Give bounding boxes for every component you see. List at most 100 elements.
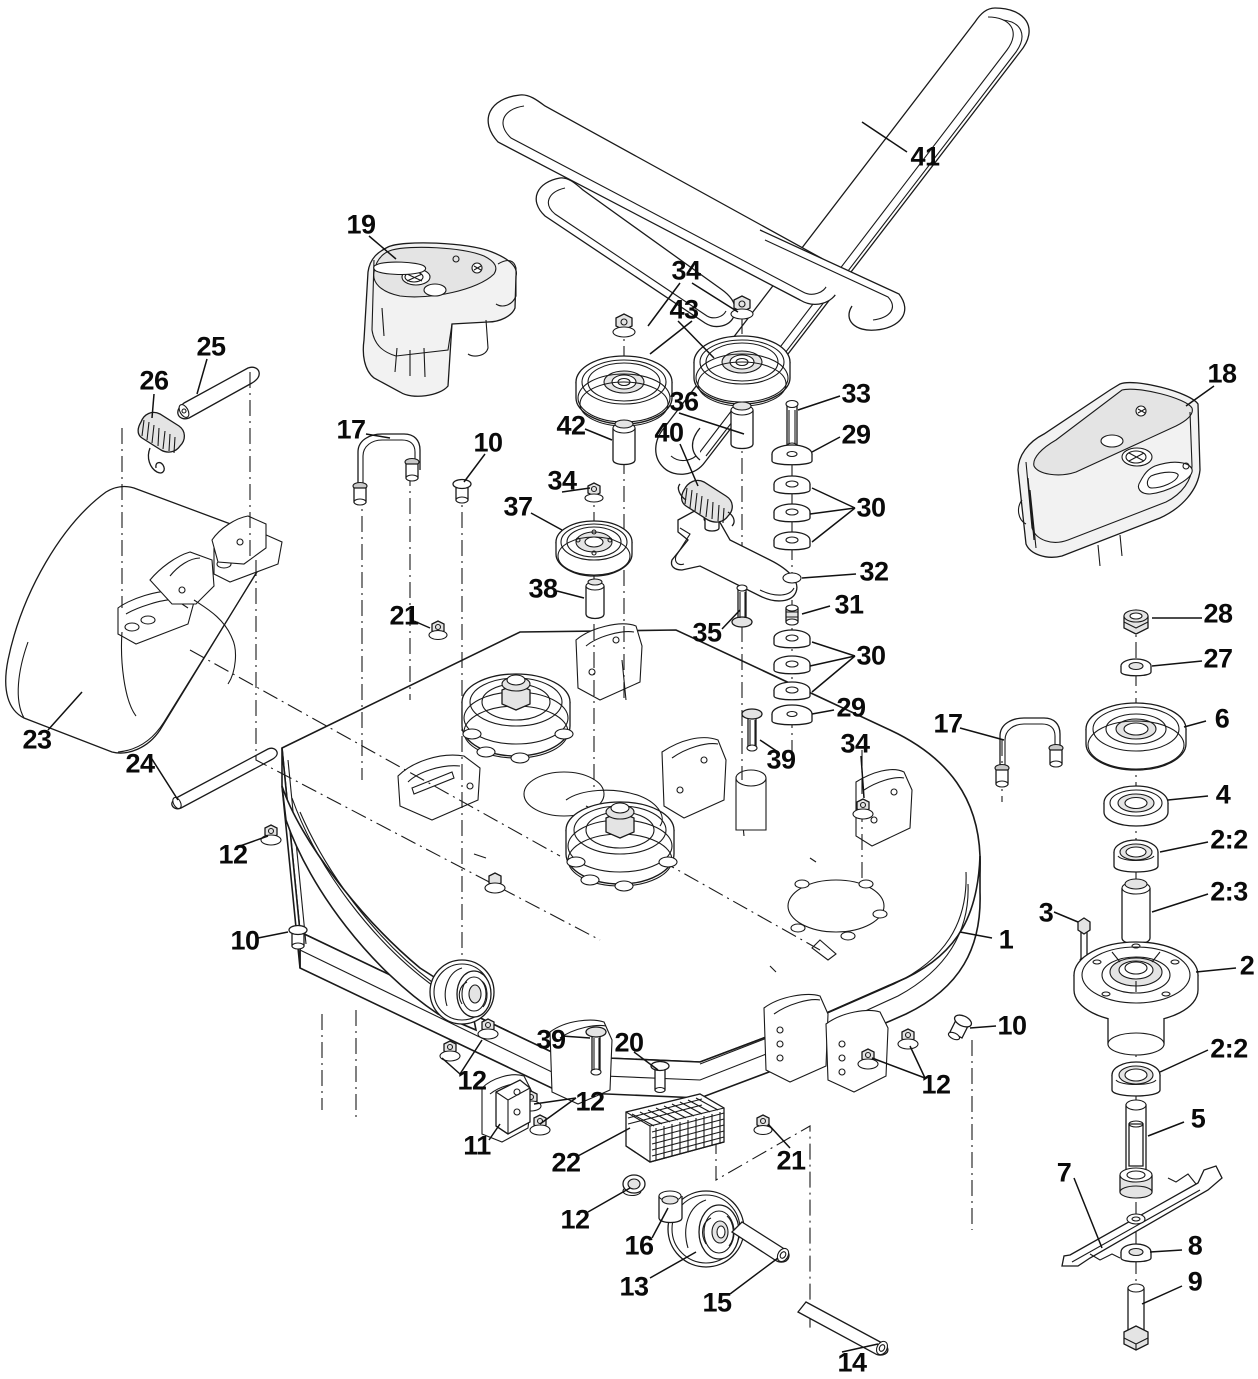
callout-spacer[interactable]: 36: [669, 386, 699, 417]
part-bushing: [785, 604, 799, 626]
callout-blade-bolt[interactable]: 9: [1187, 1266, 1203, 1297]
callout-flat-washer[interactable]: 29: [841, 419, 871, 450]
part-left-belt-cover: [362, 242, 518, 397]
callout-right-belt-cover[interactable]: 18: [1207, 358, 1237, 389]
washer-stack-upper: [771, 444, 813, 551]
part-deflector-spring: [137, 411, 186, 474]
part-spindle-flat-washer: [1120, 658, 1152, 677]
part-clevis-pin-right: [947, 1014, 973, 1041]
part-caster-spacer: [658, 1190, 683, 1224]
callout-flange-nut[interactable]: 34: [547, 465, 577, 496]
callout-flat-idler-pulley[interactable]: 43: [669, 294, 699, 325]
callout-blade-washer[interactable]: 8: [1187, 1230, 1203, 1261]
part-deflector-rod: [177, 366, 260, 420]
callout-flange-nut[interactable]: 12: [921, 1069, 951, 1100]
callout-lock-nut[interactable]: 28: [1203, 598, 1233, 629]
callout-grease-fitting[interactable]: 3: [1038, 897, 1054, 928]
callout-flange-nut[interactable]: 34: [840, 728, 870, 759]
callout-deflector-spring[interactable]: 26: [139, 365, 169, 396]
part-grate-screen: [625, 1093, 725, 1163]
part-spindle-housing: [1073, 941, 1199, 1056]
callout-caster-pin[interactable]: 14: [837, 1347, 867, 1378]
lock-nut: [428, 620, 448, 641]
callout-cutting-blade[interactable]: 7: [1056, 1157, 1072, 1188]
callout-deck-shell[interactable]: 1: [998, 924, 1014, 955]
callout-u-bolt[interactable]: 17: [336, 414, 366, 445]
flange-nut: [260, 824, 282, 846]
callout-clevis-pin[interactable]: 10: [230, 925, 260, 956]
callout-flange-nut[interactable]: 12: [218, 839, 248, 870]
callout-flange-nut[interactable]: 12: [560, 1204, 590, 1235]
callout-drive-belt[interactable]: 41: [910, 141, 940, 172]
callout-spindle-housing[interactable]: 2: [1239, 950, 1255, 981]
part-bearing-spacer: [1121, 878, 1151, 945]
part-u-bolt-left: [352, 433, 421, 506]
callout-flange-nut[interactable]: 12: [457, 1065, 487, 1096]
callout-lock-nut[interactable]: 21: [389, 600, 419, 631]
callout-bearing[interactable]: 2:2: [1210, 824, 1248, 855]
callout-clevis-pin[interactable]: 10: [997, 1010, 1027, 1041]
callout-lock-nut[interactable]: 21: [776, 1145, 806, 1176]
callout-caster-axle[interactable]: 15: [702, 1287, 732, 1318]
callout-shoulder-bolt[interactable]: 33: [841, 378, 871, 409]
callout-bearing-spacer[interactable]: 2:3: [1210, 876, 1248, 907]
part-deflector-pin: [171, 747, 278, 810]
callout-bearing[interactable]: 2:2: [1210, 1033, 1248, 1064]
deck-caster-assembly: [429, 959, 495, 1025]
callout-deflector-pin[interactable]: 24: [125, 748, 155, 779]
leader-lines: [47, 121, 1237, 1353]
callout-bolt[interactable]: 39: [536, 1024, 566, 1055]
callout-u-bolt[interactable]: 17: [933, 708, 963, 739]
part-blade-washer: [1120, 1243, 1152, 1263]
callout-spindle-pulley[interactable]: 6: [1214, 703, 1230, 734]
callout-carriage-bolt[interactable]: 35: [692, 617, 722, 648]
part-idler-pulley: [555, 482, 633, 620]
callout-grate-screen[interactable]: 22: [551, 1147, 581, 1178]
flange-nut: [439, 1040, 461, 1062]
part-spindle-lock-nut: [1123, 609, 1149, 635]
callout-caster-wheel[interactable]: 13: [619, 1271, 649, 1302]
part-shoulder-bolt: [785, 399, 799, 450]
part-caster-pin: [797, 1301, 889, 1356]
callout-clevis-pin[interactable]: 10: [473, 427, 503, 458]
callout-flange-nut[interactable]: 34: [671, 255, 701, 286]
callout-flat-washer[interactable]: 29: [836, 692, 866, 723]
callout-rivet[interactable]: 20: [614, 1027, 644, 1058]
callout-spacer[interactable]: 38: [528, 573, 558, 604]
flange-nut-deck-face: [484, 872, 506, 894]
part-carriage-bolt: [731, 584, 753, 628]
callout-spacer[interactable]: 42: [556, 410, 586, 441]
part-flange-nut-deck: [852, 798, 874, 820]
lock-nut: [753, 1114, 773, 1136]
flange-nut: [857, 1048, 879, 1070]
callout-pulley-spacer[interactable]: 4: [1215, 779, 1231, 810]
deck-mounted-pulley-lower: [565, 789, 678, 892]
callout-spindle-shaft[interactable]: 5: [1190, 1103, 1206, 1134]
callout-bolt[interactable]: 39: [766, 744, 796, 775]
part-bolt-lower: [585, 1026, 607, 1076]
callout-spring-washer[interactable]: 30: [856, 492, 886, 523]
part-cutting-blade: [1061, 1165, 1223, 1267]
part-caster-axle: [730, 1221, 790, 1263]
part-bracket: [495, 1079, 531, 1135]
callout-grass-deflector[interactable]: 23: [22, 724, 52, 755]
deck-mounted-pulley-upper: [461, 673, 574, 764]
part-extension-spring: [677, 479, 735, 527]
callout-extension-spring[interactable]: 40: [654, 417, 684, 448]
callout-flat-washer[interactable]: 27: [1203, 643, 1233, 674]
callout-bushing[interactable]: 31: [834, 589, 864, 620]
part-right-belt-cover: [1017, 381, 1201, 567]
callout-flange-nut[interactable]: 12: [575, 1086, 605, 1117]
flange-nut: [529, 1114, 551, 1136]
callout-left-belt-cover[interactable]: 19: [346, 209, 376, 240]
callout-deflector-rod[interactable]: 25: [196, 331, 226, 362]
callout-caster-spacer[interactable]: 16: [624, 1230, 654, 1261]
callout-idler-pulley[interactable]: 37: [503, 491, 533, 522]
callout-spring-washer[interactable]: 30: [856, 640, 886, 671]
part-flat-idler-pulley-left: [575, 313, 673, 466]
callout-bracket[interactable]: 11: [463, 1130, 491, 1161]
callout-idler-arm[interactable]: 32: [859, 556, 889, 587]
